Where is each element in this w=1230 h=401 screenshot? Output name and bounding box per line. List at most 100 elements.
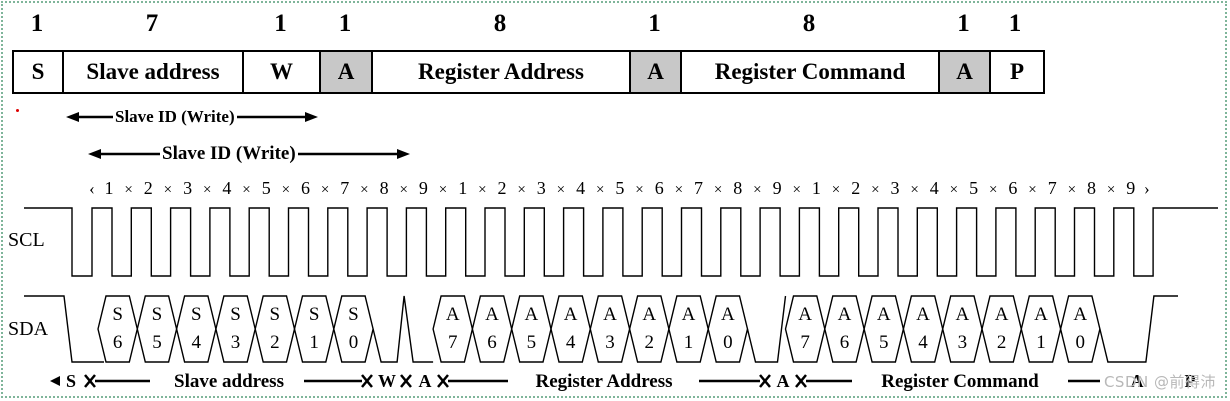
sda-bit-register-address-5-letter: A — [642, 304, 656, 325]
sda-label: SDA — [8, 318, 49, 340]
sda-bit-register-address-2-number: 5 — [527, 332, 537, 353]
legend-start-label: S — [66, 371, 76, 391]
clock-num-3-5: 5 — [969, 178, 978, 198]
sda-bit-register-address-4-letter: A — [603, 304, 617, 325]
bit-count-ack1: 1 — [338, 10, 352, 37]
sda-bit-register-address-0-number: 7 — [448, 332, 458, 353]
sda-bit-register-address-6-letter: A — [682, 304, 696, 325]
legend-write-label: W — [378, 371, 396, 391]
sda-bit-register-address-5-number: 2 — [645, 332, 655, 353]
clock-sep-16: × — [714, 182, 722, 198]
sda-bit-slave-5-letter: S — [309, 304, 320, 325]
field-ack3: A — [940, 52, 991, 92]
clock-num-1-6: 6 — [301, 178, 310, 198]
clock-sep-14: × — [635, 182, 643, 198]
sda-bit-register-address-3-letter: A — [564, 304, 578, 325]
clock-sep-10: × — [478, 182, 486, 198]
slave-id-write-label-small: Slave ID (Write) — [113, 107, 237, 127]
clock-num-1-3: 3 — [183, 178, 192, 198]
legend-cross-4 — [437, 374, 449, 388]
legend-cross-5 — [759, 374, 771, 388]
clock-sep-8: × — [399, 182, 407, 198]
bit-count-write: 1 — [274, 10, 287, 37]
clock-num-2-6: 6 — [655, 178, 664, 198]
clock-sep-1: × — [124, 182, 132, 198]
sda-bit-slave-1-number: 5 — [152, 332, 162, 353]
watermark-text: CSDN @前得沛 — [1103, 373, 1216, 391]
sda-bit-register-address-7-number: 0 — [723, 332, 733, 353]
slave-id-arrow-large-head-left — [88, 149, 101, 159]
field-register-command: Register Command — [682, 52, 940, 92]
sda-bit-register-command-3-number: 4 — [918, 332, 928, 353]
sda-bit-register-command-7-number: 0 — [1076, 332, 1086, 353]
sda-bit-slave-2-letter: S — [191, 304, 202, 325]
clock-num-1-1: 1 — [105, 178, 114, 198]
legend-cross-1 — [84, 374, 96, 388]
clock-sep-26: × — [1107, 182, 1115, 198]
legend-ack2-label: A — [777, 371, 790, 391]
sda-bit-slave-3-letter: S — [230, 304, 241, 325]
slave-id-arrow-large-head-right — [397, 149, 410, 159]
sda-bit-register-command-2-letter: A — [877, 304, 891, 325]
legend-cross-2 — [361, 374, 373, 388]
bit-count-start: 1 — [30, 10, 44, 37]
clock-sep-15: × — [675, 182, 683, 198]
clock-sep-20: × — [871, 182, 879, 198]
clock-sep-9: × — [439, 182, 447, 198]
bit-count-register-address: 8 — [493, 10, 507, 37]
clock-num-1-5: 5 — [262, 178, 271, 198]
sda-bit-register-address-4-number: 3 — [605, 332, 615, 353]
clock-num-3-9: 9 — [1126, 178, 1135, 198]
clock-num-2-7: 7 — [694, 178, 703, 198]
sda-bit-register-command-0-number: 7 — [800, 332, 810, 353]
scl-waveform — [24, 207, 1218, 277]
clock-num-3-6: 6 — [1008, 178, 1017, 198]
sda-bit-register-command-2-number: 5 — [879, 332, 889, 353]
sda-bit-register-command-1-letter: A — [838, 304, 852, 325]
clock-sep-23: × — [989, 182, 997, 198]
clock-num-1-4: 4 — [222, 178, 231, 198]
sda-bit-slave-0-letter: S — [112, 304, 123, 325]
sda-bit-register-address-6-number: 1 — [684, 332, 694, 353]
field-start: S — [14, 52, 64, 92]
clock-sep-5: × — [282, 182, 290, 198]
clock-num-3-8: 8 — [1087, 178, 1096, 198]
field-write: W — [244, 52, 321, 92]
clock-sep-6: × — [321, 182, 329, 198]
sda-bit-register-command-3-letter: A — [916, 304, 930, 325]
sda-bit-register-command-6-letter: A — [1034, 304, 1048, 325]
clock-sep-13: × — [596, 182, 604, 198]
bit-count-register-command: 8 — [802, 10, 816, 37]
clock-num-1-9: 9 — [419, 178, 428, 198]
field-register-address: Register Address — [373, 52, 631, 92]
sda-bit-register-command-6-number: 1 — [1036, 332, 1046, 353]
clock-num-1-7: 7 — [340, 178, 349, 198]
sda-bit-register-command-7-letter: A — [1073, 304, 1087, 325]
clock-sep-11: × — [517, 182, 525, 198]
field-ack2: A — [631, 52, 682, 92]
legend-register-command-label: Register Command — [881, 371, 1039, 392]
clock-sep-24: × — [1028, 182, 1036, 198]
sda-bit-slave-6-letter: S — [348, 304, 359, 325]
sda-bit-register-command-0-letter: A — [798, 304, 812, 325]
clock-num-2-8: 8 — [733, 178, 742, 198]
sda-bit-register-command-4-number: 3 — [958, 332, 968, 353]
frame-format-table: S Slave address W A Register Address A R… — [12, 50, 1045, 94]
clock-num-3-3: 3 — [891, 178, 900, 198]
clock-sep-19: × — [832, 182, 840, 198]
sda-bit-register-address-2-letter: A — [524, 304, 538, 325]
sda-bit-slave-3-number: 3 — [231, 332, 241, 353]
clock-sep-7: × — [360, 182, 368, 198]
clock-sep-4: × — [242, 182, 250, 198]
clock-sep-22: × — [950, 182, 958, 198]
sda-bit-slave-4-number: 2 — [270, 332, 280, 353]
legend-slave-address-label: Slave address — [174, 371, 284, 392]
clock-sep-3: × — [203, 182, 211, 198]
sda-bit-register-command-1-number: 6 — [840, 332, 850, 353]
sda-bit-slave-2-number: 4 — [192, 332, 202, 353]
clock-num-3-4: 4 — [930, 178, 939, 198]
legend-ack3-label: A — [1131, 371, 1144, 391]
sda-bit-register-command-4-letter: A — [955, 304, 969, 325]
clock-sep-18: × — [792, 182, 800, 198]
